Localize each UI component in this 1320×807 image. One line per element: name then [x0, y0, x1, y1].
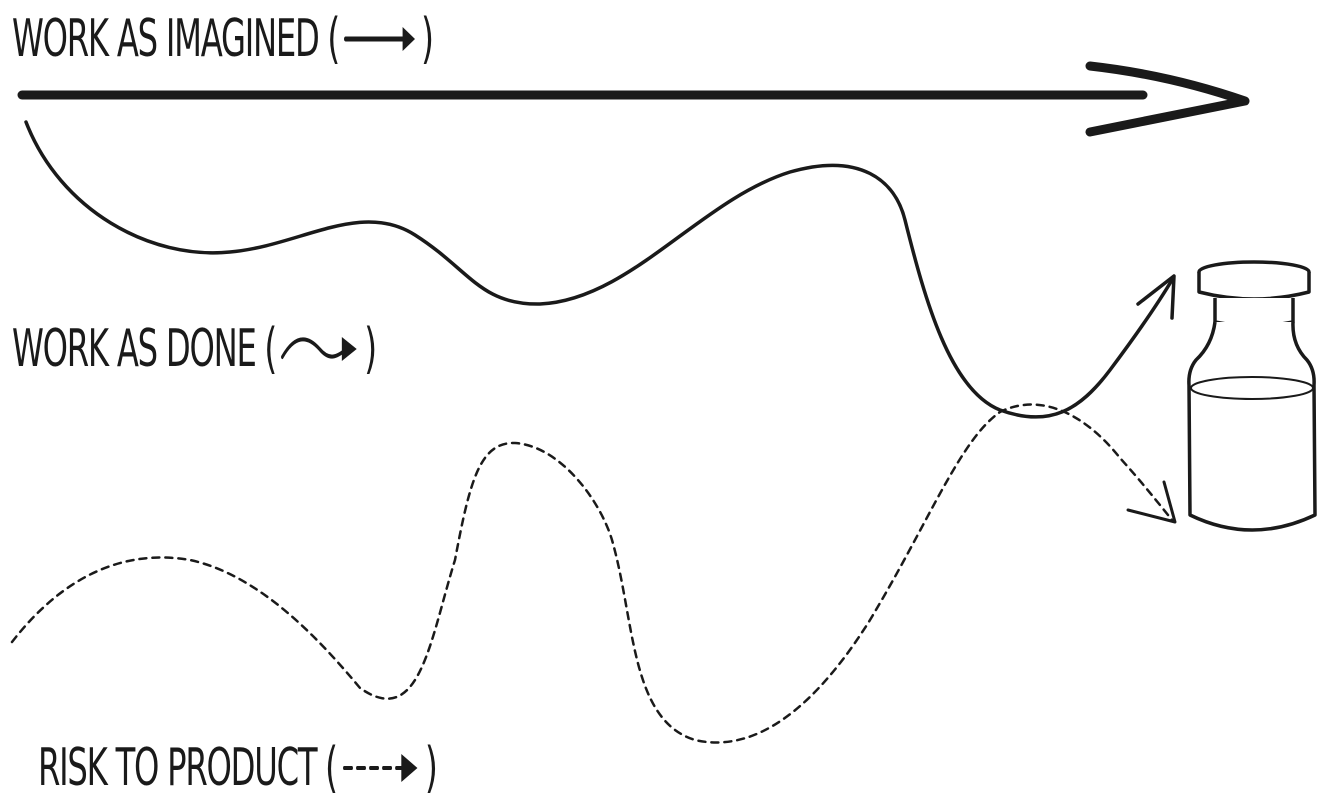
- work-as-imagined-arrow: [17, 61, 1250, 137]
- dashed-arrow-icon: [343, 754, 418, 782]
- work-as-done-text: WORK AS DONE: [12, 319, 257, 379]
- work-as-done-path: [24, 120, 1176, 419]
- work-as-imagined-label: WORK AS IMAGINED ( ): [12, 12, 434, 66]
- work-as-done-label: WORK AS DONE ( ): [12, 322, 377, 376]
- risk-to-product-label: RISK TO PRODUCT ( ): [38, 741, 438, 795]
- risk-to-product-path: [10, 403, 1177, 744]
- vial-icon: [1187, 260, 1317, 532]
- straight-arrow-icon: [343, 27, 415, 51]
- work-as-imagined-text: WORK AS IMAGINED: [12, 9, 320, 69]
- open-paren: (: [327, 7, 340, 70]
- risk-to-product-text: RISK TO PRODUCT: [38, 738, 318, 798]
- wavy-arrow-icon: [281, 337, 357, 361]
- open-paren: (: [325, 736, 338, 799]
- close-paren: ): [420, 7, 434, 70]
- close-paren: ): [364, 317, 377, 380]
- open-paren: (: [264, 317, 277, 380]
- close-paren: ): [424, 736, 438, 799]
